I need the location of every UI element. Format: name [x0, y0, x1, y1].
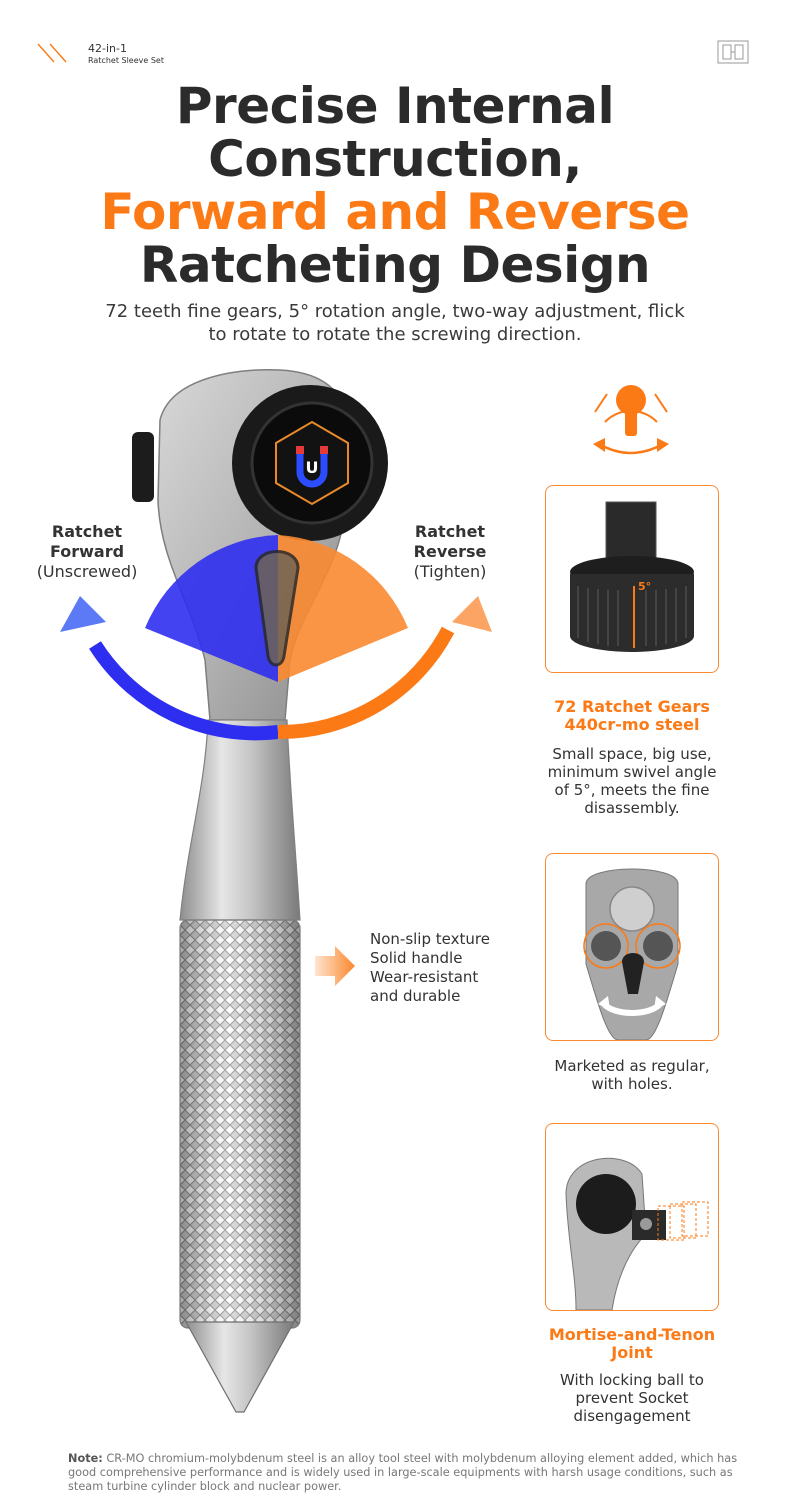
joint-image: [565, 1157, 709, 1310]
brand-logo-icon: [717, 40, 749, 64]
joint-desc-line-3: disengagement: [573, 1407, 691, 1425]
side-knob: [132, 432, 154, 502]
joint-feature-description: With locking ball to prevent Socket dise…: [532, 1371, 732, 1425]
reverse-arrow-head: [452, 596, 492, 632]
gear-desc-line-2: minimum swivel angle: [547, 763, 717, 781]
joint-desc-line-2: prevent Socket: [575, 1389, 689, 1407]
gear-title-line-2: 440cr-mo steel: [564, 715, 700, 734]
forward-arrow-head: [60, 596, 106, 632]
gear-desc-line-3: of 5°, meets the fine: [554, 781, 710, 799]
subtitle-line-1: 72 teeth fine gears, 5° rotation angle, …: [105, 301, 685, 322]
magnet-icon: [296, 446, 328, 488]
gear-desc-line-4: disassembly.: [584, 799, 680, 817]
gear-feature-title: 72 Ratchet Gears 440cr-mo steel: [532, 698, 732, 734]
forward-sector: [145, 535, 278, 682]
headline: Precise Internal Construction, Forward a…: [0, 80, 790, 292]
arrow-right-icon: [315, 946, 355, 986]
ratchet-illustration: U: [60, 369, 492, 1413]
holes-image: [583, 868, 681, 1040]
forward-label-line-1: Ratchet: [51, 522, 123, 541]
direction-lever: [254, 550, 300, 667]
ratchet-shaft: [179, 719, 301, 921]
forward-label-line-2: Forward: [49, 542, 125, 561]
joint-feature-title: Mortise-and-Tenon Joint: [532, 1326, 732, 1362]
gear-desc-line-1: Small space, big use,: [552, 745, 712, 763]
diagonal-lines-icon: [37, 43, 67, 63]
headline-line-1: Precise Internal: [175, 77, 615, 135]
forward-label: Ratchet Forward (Unscrewed): [22, 522, 152, 582]
subtitle-line-2: to rotate to rotate the screwing directi…: [208, 324, 582, 345]
angle-label: 5°: [638, 580, 651, 593]
forward-arc: [89, 641, 279, 741]
holes-desc-line-1: Marketed as regular,: [554, 1057, 710, 1075]
reverse-label-line-1: Ratchet: [414, 522, 486, 541]
grip-features: Non-slip texture Solid handle Wear-resis…: [370, 930, 490, 1006]
headline-line-2: Construction,: [208, 130, 582, 188]
brand-subtitle: Ratchet Sleeve Set: [88, 56, 164, 65]
cone-end: [184, 1321, 296, 1413]
gear-image: 5°: [570, 501, 694, 652]
gear-feature-card: 5°: [545, 485, 719, 673]
hex-recess: [275, 420, 349, 506]
joint-title-line-2: Joint: [611, 1343, 653, 1362]
headline-line-3: Forward and Reverse: [100, 183, 690, 241]
grip-line-3: Wear-resistant: [370, 968, 479, 986]
headline-line-4: Ratcheting Design: [139, 236, 651, 294]
brand-title: 42-in-1: [88, 42, 127, 55]
footnote: Note: CR-MO chromium-molybdenum steel is…: [68, 1452, 748, 1494]
reverse-sector: [278, 535, 408, 682]
grip-line-2: Solid handle: [370, 949, 463, 967]
subtitle: 72 teeth fine gears, 5° rotation angle, …: [40, 300, 750, 346]
grip-shading: [179, 919, 301, 1329]
reverse-label-line-3: (Tighten): [413, 562, 487, 581]
grip-line-4: and durable: [370, 987, 461, 1005]
gear-title-line-1: 72 Ratchet Gears: [554, 697, 710, 716]
note-text: CR-MO chromium-molybdenum steel is an al…: [68, 1452, 738, 1493]
lock-swivel-icon: [593, 385, 669, 455]
note-label: Note:: [68, 1452, 103, 1465]
joint-feature-card: [545, 1123, 719, 1311]
reverse-label: Ratchet Reverse (Tighten): [395, 522, 505, 582]
reverse-label-line-2: Reverse: [413, 542, 487, 561]
holes-feature-card: [545, 853, 719, 1041]
reverse-arc: [277, 626, 455, 740]
joint-title-line-1: Mortise-and-Tenon: [548, 1325, 716, 1344]
holes-feature-description: Marketed as regular, with holes.: [532, 1057, 732, 1093]
magnet-label: U: [306, 458, 319, 477]
joint-desc-line-1: With locking ball to: [560, 1371, 704, 1389]
holes-desc-line-2: with holes.: [591, 1075, 673, 1093]
forward-label-line-3: (Unscrewed): [36, 562, 138, 581]
gear-feature-description: Small space, big use, minimum swivel ang…: [532, 745, 732, 817]
grip-line-1: Non-slip texture: [370, 930, 490, 948]
